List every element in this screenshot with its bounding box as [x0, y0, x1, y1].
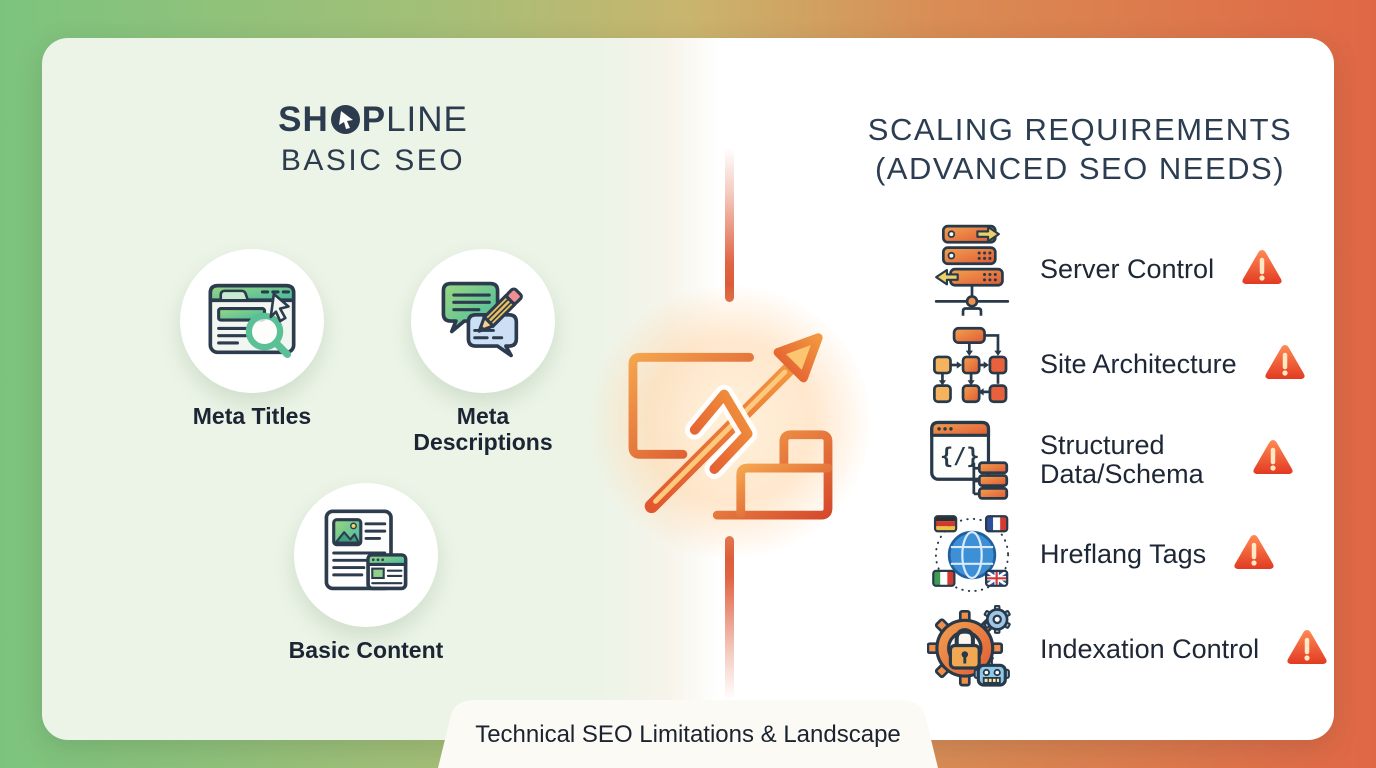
- warning-icon: [1240, 247, 1284, 292]
- wall-growth-arrow-icon: [622, 324, 838, 525]
- main-card: SH PLINE BASIC SEO SCALING REQUIREMENTS (…: [42, 38, 1334, 740]
- shopline-logo: SH PLINE: [173, 100, 573, 140]
- left-panel-title: SH PLINE BASIC SEO: [173, 100, 573, 178]
- server-stack-icon: [926, 222, 1018, 318]
- req-label: Server Control: [1040, 254, 1215, 284]
- warning-icon: [1263, 342, 1307, 387]
- divider-top: [725, 148, 734, 302]
- code-schema-icon: {/}: [926, 417, 1018, 503]
- shopline-o-cursor-icon: [330, 104, 361, 135]
- right-title-line2: (ADVANCED SEO NEEDS): [874, 151, 1286, 186]
- feature-basic-content: Basic Content: [286, 483, 446, 663]
- divider-bottom: [725, 536, 734, 700]
- logo-text-line: LINE: [386, 100, 468, 139]
- feature-label: Meta Titles: [192, 403, 312, 429]
- req-label: Structured Data/Schema: [1040, 429, 1204, 489]
- gear-lock-robot-icon: [926, 604, 1018, 695]
- feature-circle: [180, 249, 324, 393]
- logo-text-sh: SH: [278, 100, 329, 139]
- logo-text-p: P: [361, 100, 387, 139]
- speech-bubbles-pencil-icon: [433, 269, 533, 374]
- requirements-list: Server Control: [926, 222, 1329, 697]
- footer-banner: Technical SEO Limitations & Landscape: [438, 700, 938, 768]
- feature-label: Basic Content: [288, 637, 444, 663]
- req-row-hreflang-tags: Hreflang Tags: [926, 507, 1329, 602]
- req-row-indexation-control: Indexation Control: [926, 602, 1329, 697]
- document-image-icon: [316, 503, 416, 608]
- req-row-site-architecture: Site Architecture: [926, 317, 1329, 412]
- req-label: Site Architecture: [1040, 349, 1237, 379]
- left-panel-subtitle: BASIC SEO: [280, 144, 466, 177]
- footer-label: Technical SEO Limitations & Landscape: [475, 721, 901, 748]
- right-title-line1: SCALING REQUIREMENTS: [867, 112, 1293, 147]
- browser-search-icon: [202, 269, 302, 374]
- req-row-server-control: Server Control: [926, 222, 1329, 317]
- warning-icon: [1251, 437, 1295, 482]
- warning-icon: [1285, 627, 1329, 672]
- req-row-structured-data: {/} Structured Data/Schema: [926, 412, 1329, 507]
- feature-circle: [294, 483, 438, 627]
- feature-meta-descriptions: Meta Descriptions: [403, 249, 563, 455]
- warning-icon: [1232, 532, 1276, 577]
- req-label: Indexation Control: [1040, 634, 1260, 664]
- flowchart-icon: [926, 323, 1018, 407]
- feature-label: Meta Descriptions: [413, 403, 553, 455]
- globe-flags-icon: [926, 511, 1018, 599]
- feature-circle: [411, 249, 555, 393]
- right-panel-title: SCALING REQUIREMENTS (ADVANCED SEO NEEDS…: [830, 110, 1330, 188]
- req-label: Hreflang Tags: [1040, 539, 1207, 569]
- feature-meta-titles: Meta Titles: [172, 249, 332, 429]
